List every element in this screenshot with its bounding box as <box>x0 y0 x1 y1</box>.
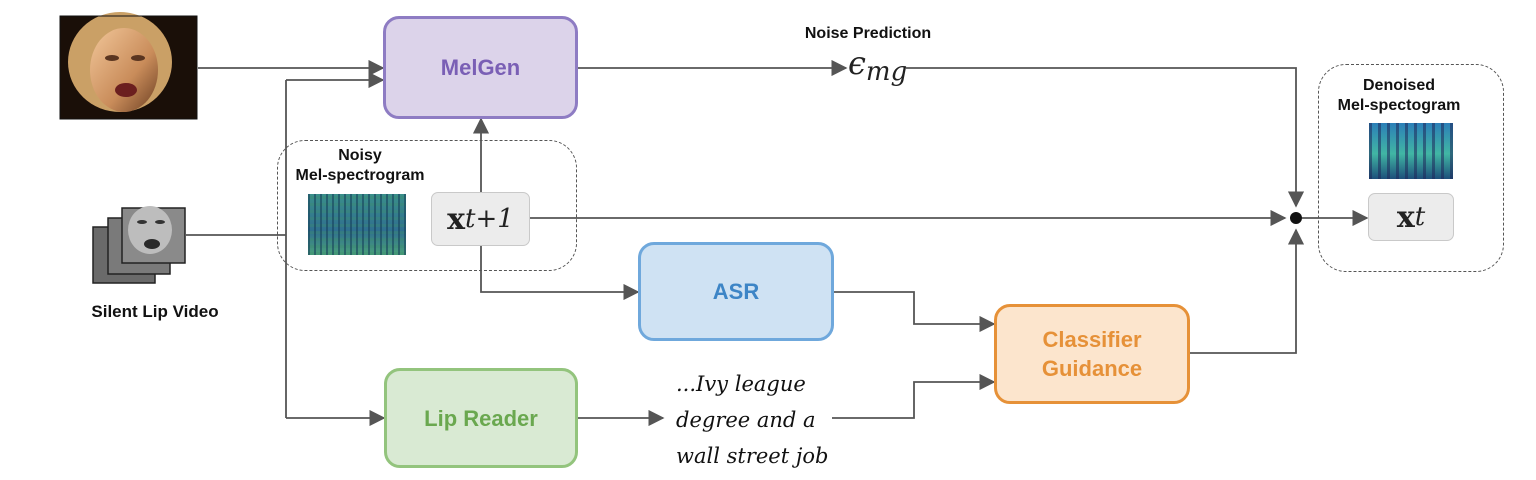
denoised-mel-container <box>1318 64 1504 272</box>
noisy-spectrogram-image <box>308 194 406 255</box>
arrow-classifier-to-junction <box>1190 228 1305 354</box>
noisy-token-base: x <box>447 201 466 237</box>
arrow-asr-to-classifier <box>834 291 996 333</box>
melgen-label: MelGen <box>440 55 521 80</box>
denoised-mel-label: Denoised Mel-spectogram <box>1337 77 1461 114</box>
arrow-text-to-classifier <box>832 373 996 419</box>
noise-prediction-symbol: ϵmg <box>848 44 907 87</box>
lip-video-frames-icon <box>92 206 186 284</box>
denoised-spectrogram-image <box>1369 123 1453 179</box>
silent-lip-video-label: Silent Lip Video <box>91 302 219 321</box>
noisy-mel-container <box>277 140 577 271</box>
classifier-guidance-block: Classifier Guidance <box>994 304 1190 404</box>
transcript-text: ...Ivy league degree and a wall street j… <box>676 372 829 468</box>
epsilon-sub: mg <box>865 57 908 87</box>
arrow-epsilon-to-junction <box>906 67 1305 208</box>
denoised-token-base: x <box>1396 199 1415 235</box>
noisy-token-sub: t+1 <box>465 204 514 234</box>
lip-reader-block: Lip Reader <box>384 368 578 468</box>
melgen-block: MelGen <box>383 16 578 119</box>
noisy-mel-label: Noisy Mel-spectrogram <box>295 147 425 184</box>
noise-prediction-label: Noise Prediction <box>804 25 932 42</box>
speaker-face-photo <box>59 12 198 120</box>
asr-block: ASR <box>638 242 834 341</box>
denoised-token-sub: t <box>1414 202 1426 232</box>
asr-label: ASR <box>712 279 760 304</box>
epsilon-symbol: ϵ <box>848 44 866 82</box>
classifier-guidance-label: Classifier Guidance <box>1041 327 1143 381</box>
junction-dot <box>1290 212 1302 224</box>
arrow-noisy-to-asr <box>480 246 640 301</box>
lip-reader-label: Lip Reader <box>424 405 538 431</box>
